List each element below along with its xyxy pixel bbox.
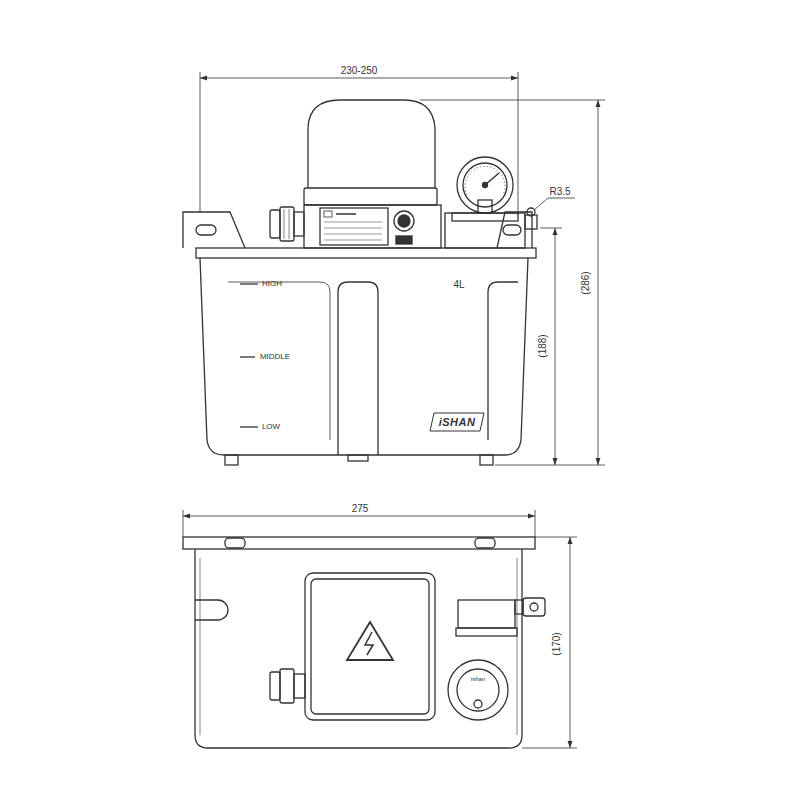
level-label: LOW xyxy=(260,422,282,432)
dimension-text: (188) xyxy=(537,332,549,359)
dimension-text: 230-250 xyxy=(339,65,380,77)
dimension-text: (170) xyxy=(551,630,563,657)
dimension-text: 275 xyxy=(350,503,371,515)
brand-logo: iSHAN xyxy=(437,416,478,429)
dimension-text: (286) xyxy=(580,269,592,296)
capacity-label: 4L xyxy=(451,279,466,291)
knob-brand: ishan xyxy=(469,675,487,683)
level-label: MIDDLE xyxy=(258,352,292,362)
radius-text: R3.5 xyxy=(547,186,572,198)
level-label: HIGH xyxy=(260,279,284,289)
